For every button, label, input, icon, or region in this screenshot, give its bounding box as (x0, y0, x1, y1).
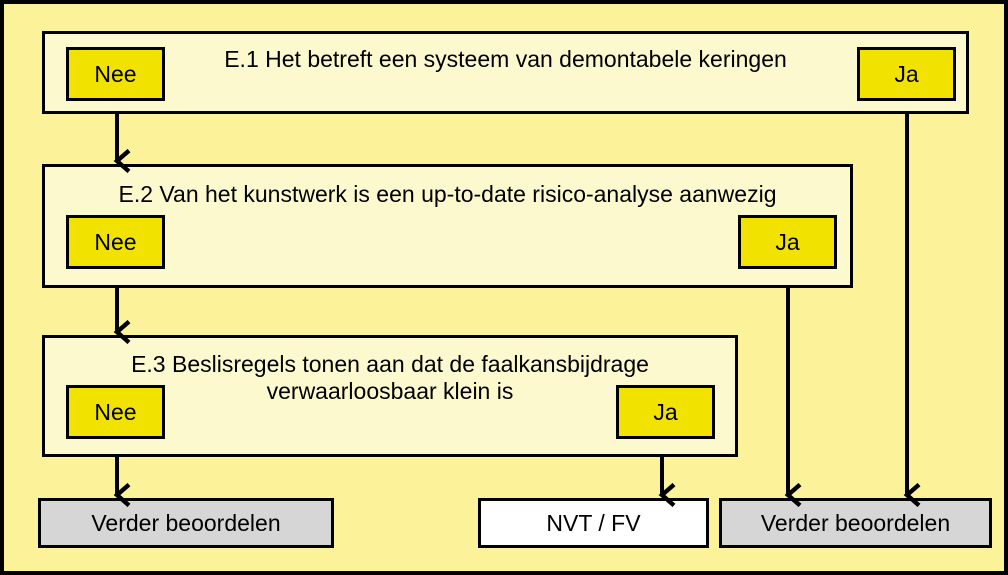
question-e2-box: E.2 Van het kunstwerk is een up-to-date … (42, 164, 853, 288)
question-e1-text: E.1 Het betreft een systeem van demontab… (224, 46, 787, 72)
outcome-right-verder-beoordelen: Verder beoordelen (719, 498, 992, 548)
outcome-left-verder-beoordelen: Verder beoordelen (38, 498, 334, 548)
question-e1-no-answer: Nee (66, 47, 165, 101)
question-e2-text: E.2 Van het kunstwerk is een up-to-date … (118, 181, 777, 207)
question-e1-box: E.1 Het betreft een systeem van demontab… (42, 31, 969, 114)
question-e3-yes-answer: Ja (616, 385, 715, 439)
question-e3-text: E.3 Beslisregels tonen aan dat de faalka… (131, 351, 649, 404)
outcome-center-nvt-fv: NVT / FV (478, 498, 709, 548)
question-e1-yes-answer: Ja (857, 47, 956, 101)
question-e2-no-answer: Nee (66, 215, 165, 269)
question-e3-no-answer: Nee (66, 385, 165, 439)
question-e2-yes-answer: Ja (738, 215, 837, 269)
